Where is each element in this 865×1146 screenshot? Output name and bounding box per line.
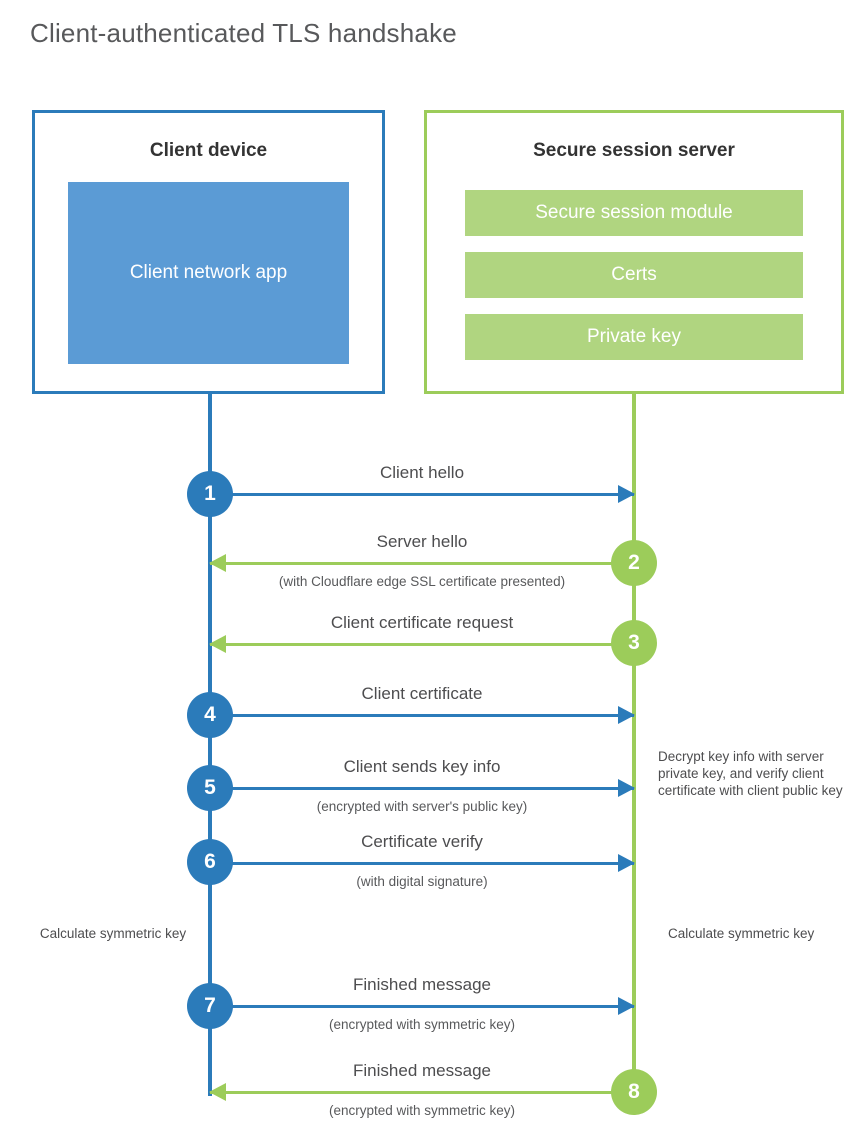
- secure-session-server-title: Secure session server: [533, 140, 735, 161]
- server-calculate-symmetric-key-note: Calculate symmetric key: [668, 926, 815, 941]
- client-device-title: Client device: [149, 140, 268, 161]
- message-line-6: [210, 862, 634, 865]
- arrow-right-icon: [618, 485, 635, 503]
- arrow-left-icon: [209, 554, 226, 572]
- arrow-right-icon: [618, 854, 635, 872]
- message-sublabel-2: (with Cloudflare edge SSL certificate pr…: [278, 574, 566, 589]
- client-device-box: Client device Client network app: [32, 110, 385, 394]
- certs-block: Certs: [465, 252, 803, 298]
- secure-session-server-box: Secure session server Secure session mod…: [424, 110, 844, 394]
- decrypt-key-info-note: Decrypt key info with server private key…: [658, 749, 843, 798]
- page-title: Client-authenticated TLS handshake: [30, 18, 457, 48]
- step-circle-8[interactable]: 8: [611, 1069, 657, 1115]
- step-circle-4[interactable]: 4: [187, 692, 233, 738]
- secure-session-module-block: Secure session module: [465, 190, 803, 236]
- message-line-3: [210, 643, 634, 646]
- message-label-6: Certificate verify: [361, 832, 483, 851]
- step-circle-5[interactable]: 5: [187, 765, 233, 811]
- arrow-right-icon: [618, 706, 635, 724]
- arrow-left-icon: [209, 635, 226, 653]
- message-line-7: [210, 1005, 634, 1008]
- message-sublabel-5: (encrypted with server's public key): [316, 799, 528, 814]
- step-circle-1[interactable]: 1: [187, 471, 233, 517]
- message-line-2: [210, 562, 634, 565]
- private-key-block: Private key: [465, 314, 803, 360]
- message-label-3: Client certificate request: [330, 613, 514, 632]
- message-sublabel-8: (encrypted with symmetric key): [328, 1103, 516, 1118]
- message-sublabel-7: (encrypted with symmetric key): [328, 1017, 516, 1032]
- message-line-5: [210, 787, 634, 790]
- message-line-4: [210, 714, 634, 717]
- message-sublabel-6: (with digital signature): [356, 874, 488, 889]
- message-label-1: Client hello: [379, 463, 465, 482]
- message-label-8: Finished message: [353, 1061, 491, 1080]
- message-label-7: Finished message: [353, 975, 491, 994]
- message-label-4: Client certificate: [361, 684, 483, 703]
- message-line-8: [210, 1091, 634, 1094]
- client-lifeline: [208, 393, 212, 1096]
- step-circle-6[interactable]: 6: [187, 839, 233, 885]
- step-circle-2[interactable]: 2: [611, 540, 657, 586]
- client-calculate-symmetric-key-note: Calculate symmetric key: [39, 926, 187, 941]
- client-network-app-block: Client network app: [68, 182, 349, 364]
- message-label-5: Client sends key info: [343, 757, 501, 776]
- step-circle-3[interactable]: 3: [611, 620, 657, 666]
- message-label-2: Server hello: [376, 532, 468, 551]
- message-line-1: [210, 493, 634, 496]
- server-lifeline: [632, 393, 636, 1092]
- arrow-right-icon: [618, 779, 635, 797]
- arrow-right-icon: [618, 997, 635, 1015]
- step-circle-7[interactable]: 7: [187, 983, 233, 1029]
- arrow-left-icon: [209, 1083, 226, 1101]
